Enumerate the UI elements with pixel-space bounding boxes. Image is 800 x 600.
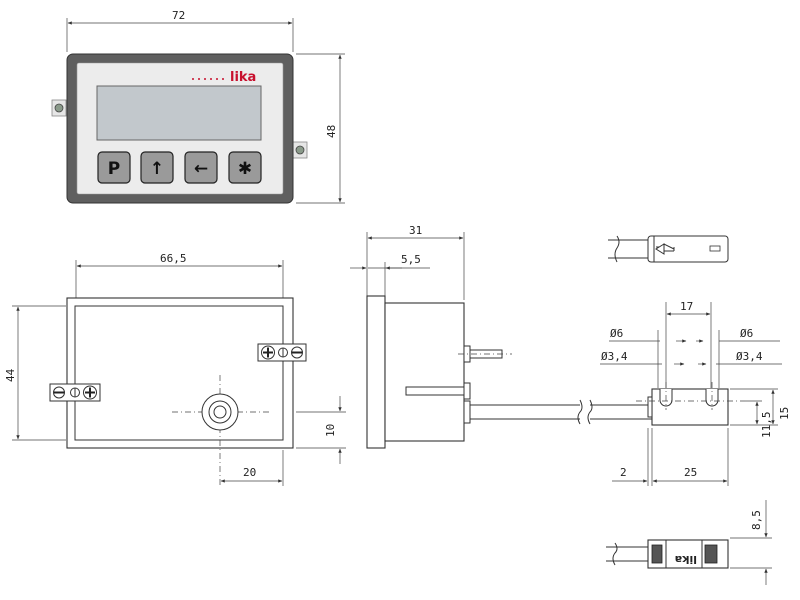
rear-housing-inner <box>74 305 284 441</box>
plus-screw-icon <box>85 387 95 398</box>
key-p-label: P <box>108 159 120 179</box>
rear-height-dim: 44 <box>4 368 17 382</box>
sensor-cable-entry <box>647 396 653 418</box>
sensor-top-view <box>608 235 729 263</box>
thickness-dim: 8,5 <box>750 510 763 530</box>
length-dim: 25 <box>684 466 697 479</box>
pitch-dim: 17 <box>680 300 693 313</box>
lcd-display <box>96 85 262 141</box>
brand-name: lika <box>230 70 256 85</box>
sensor-side-view: 17 Ø6 Ø6 Ø3,4 Ø3,4 15 <box>600 300 791 486</box>
rear-width-dim: 66,5 <box>160 252 187 265</box>
sensor-top-body <box>647 235 729 263</box>
sensor-marking: lika <box>675 553 697 566</box>
sensor-top-mark <box>709 245 721 252</box>
cable-gland <box>463 400 471 424</box>
left-arrow-icon: ← <box>194 159 208 179</box>
brand-logo: lika <box>192 70 256 85</box>
bore-d-left-dim: Ø3,4 <box>601 350 628 363</box>
slot-height-dim: 11,5 <box>760 412 773 439</box>
plus-screw-icon <box>263 347 273 358</box>
side-screw-bottom <box>405 386 465 396</box>
hole-d-right-dim: Ø6 <box>740 327 753 340</box>
asterisk-icon: ✱ <box>238 159 252 179</box>
front-width-dim: 72 <box>172 9 185 22</box>
key-up[interactable]: ↑ <box>140 151 174 184</box>
hole-d-left-dim: Ø6 <box>610 327 623 340</box>
lead-dim: 2 <box>620 466 627 479</box>
mounting-clamp-right <box>257 343 307 362</box>
sensor-bottom-view: 8,5 lika <box>606 500 772 585</box>
up-arrow-icon: ↑ <box>150 159 164 179</box>
hole-offset-dim: 20 <box>243 466 256 479</box>
mounting-clamp-left <box>49 383 101 402</box>
key-p[interactable]: P <box>97 151 131 184</box>
front-height-dim: 48 <box>325 125 338 138</box>
side-depth-dim: 31 <box>409 224 422 237</box>
sensor-bottom-clip-left <box>651 544 663 564</box>
sensor-height-dim: 15 <box>778 407 791 420</box>
sensor-bottom-clip-right <box>704 544 718 564</box>
side-view: 31 5,5 <box>350 224 652 449</box>
side-flange-dim: 5,5 <box>401 253 421 266</box>
hole-height-dim: 10 <box>324 424 337 437</box>
bore-d-right-dim: Ø3,4 <box>736 350 763 363</box>
key-star[interactable]: ✱ <box>228 151 262 184</box>
side-screw-head-bottom <box>463 382 471 400</box>
rear-connector-inner <box>213 405 227 419</box>
side-flange <box>366 295 386 449</box>
side-body <box>384 302 465 442</box>
cable-break-right <box>587 399 593 425</box>
cable-break-left <box>577 399 583 425</box>
left-led <box>54 103 64 113</box>
front-view: 72 48 lika P <box>51 9 345 204</box>
key-left[interactable]: ← <box>184 151 218 184</box>
right-led <box>295 145 305 155</box>
rear-view: 66,5 44 <box>4 252 346 486</box>
